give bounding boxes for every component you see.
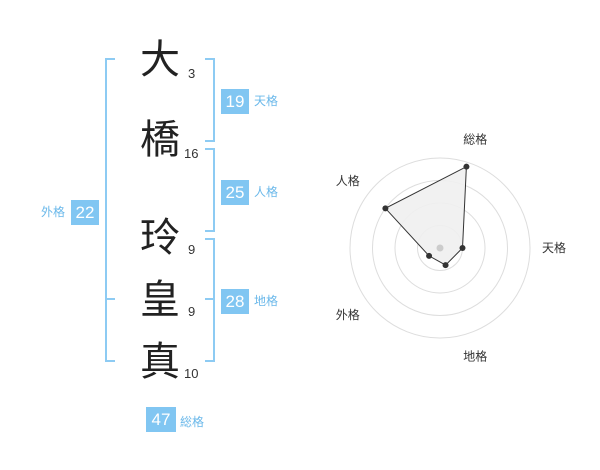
- stroke-count-3: 9: [188, 242, 196, 257]
- name-char-5: 真: [140, 339, 180, 385]
- radar-series-shape: [384, 165, 467, 266]
- radar-point-1: [463, 163, 470, 170]
- radar-axis-label-3: 地格: [463, 348, 487, 363]
- stroke-count-4: 9: [188, 304, 196, 319]
- gaikaku-badge: 22: [71, 200, 99, 225]
- radar-axis-label-5: 人格: [336, 173, 360, 188]
- radar-ring: [349, 157, 531, 339]
- gaikaku-label: 外格: [41, 205, 66, 219]
- name-char-1: 大: [140, 37, 180, 83]
- name-char-4: 皇: [140, 277, 180, 323]
- soukaku-badge: 47: [146, 407, 176, 432]
- chikaku-label: 地格: [254, 294, 279, 308]
- radar-point-4: [426, 252, 433, 259]
- tenkaku-label: 天格: [254, 94, 279, 108]
- jinkaku-badge: 25: [221, 180, 249, 205]
- stroke-count-2: 16: [184, 146, 199, 161]
- jinkaku-bracket: [205, 148, 215, 232]
- stroke-count-1: 3: [188, 66, 196, 81]
- gaikaku-bracket-divider: [107, 298, 115, 300]
- soukaku-label: 総格: [180, 415, 205, 429]
- chikaku-bracket: [205, 238, 215, 362]
- radar-axis-label-4: 外格: [336, 307, 360, 322]
- jinkaku-label: 人格: [254, 185, 279, 199]
- radar-axis-label-1: 総格: [463, 132, 487, 147]
- radar-axis-label-2: 天格: [542, 240, 566, 255]
- tenkaku-bracket: [205, 58, 215, 142]
- name-char-2: 橋: [140, 117, 180, 163]
- stroke-count-5: 10: [184, 366, 199, 381]
- gaikaku-bracket: [105, 58, 115, 362]
- radar-point-3: [442, 262, 449, 269]
- radar-point-2: [459, 245, 466, 251]
- radar-center-dot: [436, 244, 444, 252]
- chikaku-badge: 28: [221, 289, 249, 314]
- radar-points: [382, 163, 470, 269]
- name-char-3: 玲: [140, 215, 180, 261]
- chikaku-bracket-divider: [205, 298, 213, 300]
- radar-point-5: [382, 205, 389, 212]
- tenkaku-badge: 19: [221, 89, 249, 114]
